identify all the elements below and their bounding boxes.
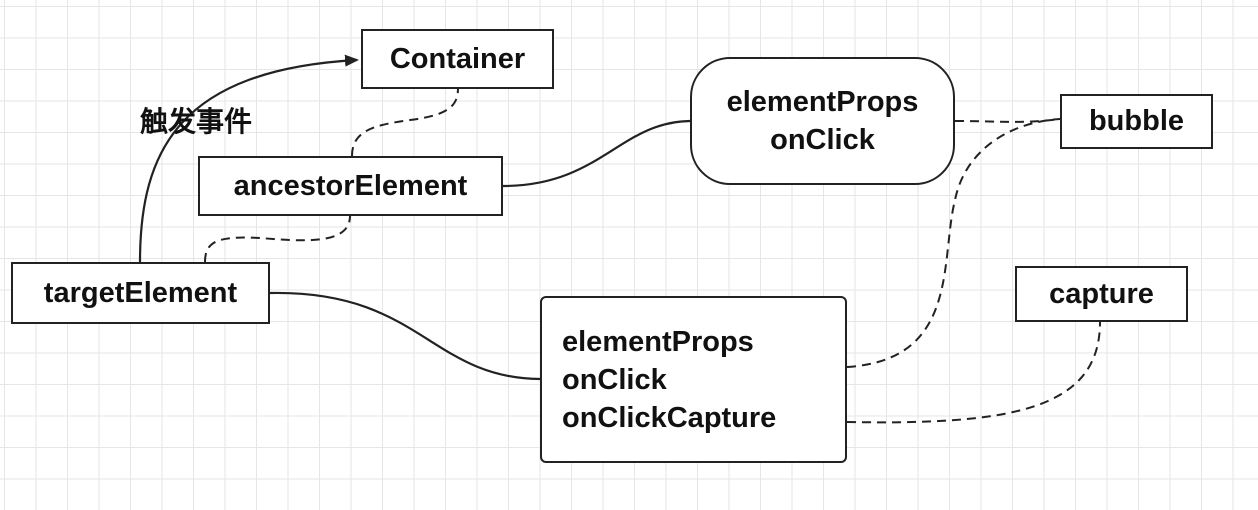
capture-node: capture (1015, 266, 1188, 322)
props-bottom-bubble-dashed-link (846, 118, 1061, 368)
element-props-top-node: elementProps onClick (690, 57, 955, 185)
bubble-node: bubble (1060, 94, 1213, 149)
element-props-top-line-2: onClick (770, 124, 875, 156)
target-ancestor-dashed-link (204, 215, 351, 263)
target-props-link (269, 291, 541, 381)
element-props-bottom-node: elementProps onClick onClickCapture (540, 296, 847, 463)
element-props-top-line-1: elementProps (726, 86, 919, 118)
element-props-bottom-line-1: elementProps (562, 325, 754, 358)
target-element-node: targetElement (11, 262, 270, 324)
ancestor-container-dashed-link (351, 87, 459, 157)
ancestor-element-node: ancestorElement (198, 156, 503, 216)
trigger-event-arrow (138, 54, 359, 263)
element-props-bottom-line-2: onClick (562, 363, 667, 396)
container-node: Container (361, 29, 554, 89)
props-bottom-capture-dashed-link (846, 321, 1101, 424)
element-props-bottom-line-3: onClickCapture (562, 401, 777, 434)
trigger-event-label: 触发事件 (140, 105, 253, 138)
ancestor-props-link (502, 119, 691, 188)
props-bubble-dashed-link (954, 118, 1061, 123)
